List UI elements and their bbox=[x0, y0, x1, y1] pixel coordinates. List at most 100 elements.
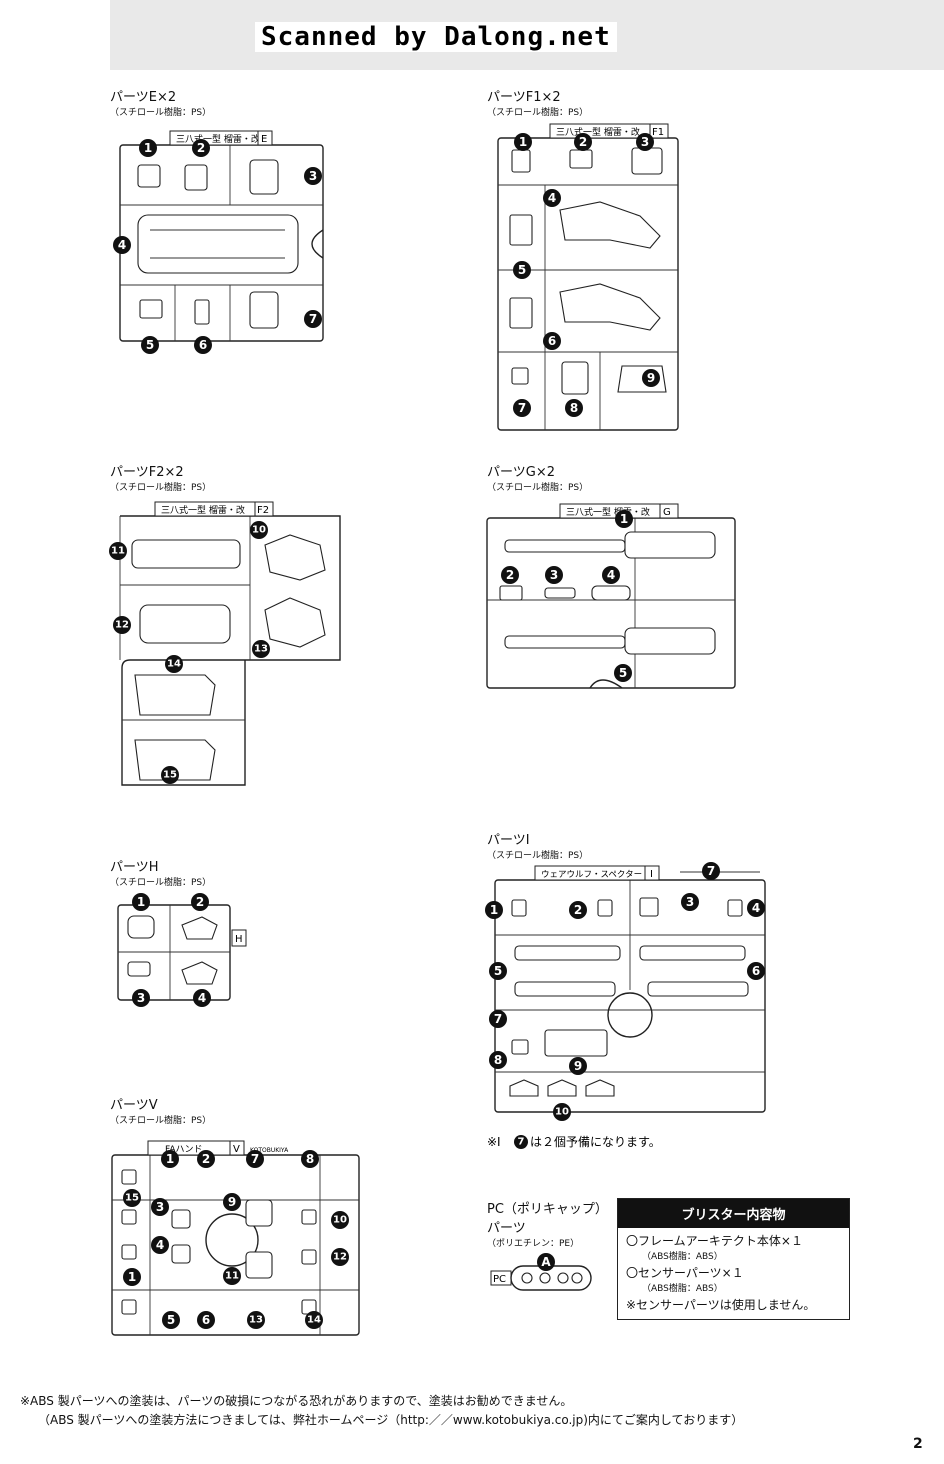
part-number-badge bbox=[247, 1311, 265, 1329]
parts-f1-material: （スチロール樹脂：PS） bbox=[487, 108, 589, 118]
part-number-badge bbox=[301, 1150, 319, 1168]
part-number-label: 12 bbox=[115, 620, 129, 631]
part-number-badge bbox=[123, 1268, 141, 1286]
part-number-badge bbox=[513, 261, 531, 279]
parts-pc-material: （ポリエチレン：PE） bbox=[487, 1239, 580, 1249]
part-number-badge bbox=[123, 1189, 141, 1207]
parts-v-title: パーツV bbox=[110, 1098, 158, 1113]
runner-h-code: H bbox=[235, 934, 243, 945]
part-number-label: 6 bbox=[202, 1313, 210, 1327]
part-number-label: 4 bbox=[548, 191, 556, 205]
part-number-badge bbox=[501, 566, 519, 584]
section-g-title: パーツG×2 （スチロール樹脂：PS） bbox=[487, 461, 588, 493]
part-number-badge bbox=[109, 542, 127, 560]
part-number-badge bbox=[193, 989, 211, 1007]
part-number-label: 2 bbox=[579, 135, 587, 149]
part-number-badge bbox=[681, 893, 699, 911]
runner-i-plate-name: ウェアウルフ・スペクター bbox=[541, 870, 642, 880]
part-number-label: 5 bbox=[619, 666, 627, 680]
part-number-badge bbox=[569, 901, 587, 919]
section-e-title: パーツE×2 （スチロール樹脂：PS） bbox=[110, 86, 211, 118]
runner-f2-code: F2 bbox=[257, 505, 269, 516]
part-number-badge bbox=[545, 566, 563, 584]
runner-f1-plate-name: 三八式一型 榴雷・改 bbox=[556, 126, 640, 138]
parts-g-material: （スチロール樹脂：PS） bbox=[487, 483, 589, 493]
part-number-badge bbox=[543, 189, 561, 207]
runner-e-code: E bbox=[261, 134, 267, 145]
parts-f1-title: パーツF1×2 bbox=[487, 90, 561, 105]
part-number-label: 1 bbox=[620, 512, 628, 526]
parts-pc-title-2: パーツ bbox=[487, 1221, 526, 1236]
part-number-label: 3 bbox=[137, 991, 145, 1005]
part-number-badge bbox=[113, 236, 131, 254]
part-number-badge bbox=[192, 139, 210, 157]
runner-pc: PC A bbox=[490, 1253, 592, 1291]
part-number-label: 6 bbox=[548, 334, 556, 348]
part-number-label: 1 bbox=[144, 141, 152, 155]
runner-v-maker: KOTOBUKIYA bbox=[250, 1147, 289, 1154]
part-number-badge bbox=[191, 893, 209, 911]
runner-f1: 三八式一型 榴雷・改 F1 bbox=[497, 123, 679, 431]
part-number-label: 5 bbox=[167, 1313, 175, 1327]
parts-f2-material: （スチロール樹脂：PS） bbox=[110, 483, 212, 493]
part-number-label: 5 bbox=[518, 263, 526, 277]
part-number-label: 10 bbox=[252, 525, 266, 536]
part-number-label: 5 bbox=[494, 964, 502, 978]
part-number-label: 11 bbox=[225, 1271, 239, 1282]
part-number-label: 6 bbox=[199, 338, 207, 352]
part-number-label: 1 bbox=[166, 1152, 174, 1166]
part-number-label: 13 bbox=[249, 1315, 263, 1326]
page-number: 2 bbox=[913, 1436, 923, 1452]
blister-note: ※センサーパーツは使用しません。 bbox=[626, 1298, 816, 1312]
blister-item-sensor-material: （ABS樹脂：ABS） bbox=[642, 1284, 723, 1294]
part-number-label: 14 bbox=[167, 659, 181, 670]
runner-v-code: V bbox=[233, 1144, 240, 1155]
part-number-label: 4 bbox=[752, 901, 760, 915]
part-number-label: 4 bbox=[607, 568, 615, 582]
pc-part-label: A bbox=[541, 1255, 551, 1269]
part-number-label: 7 bbox=[309, 312, 317, 326]
parts-g-title: パーツG×2 bbox=[487, 465, 555, 480]
part-number-badge bbox=[569, 1057, 587, 1075]
part-number-badge bbox=[304, 310, 322, 328]
part-number-badge bbox=[747, 962, 765, 980]
part-number-badge bbox=[161, 1150, 179, 1168]
part-number-badge bbox=[151, 1236, 169, 1254]
footnote: ※ABS 製パーツへの塗装は、パーツの破損につながる恐れがありますので、塗装はお… bbox=[20, 1392, 743, 1430]
part-number-label: 1 bbox=[128, 1270, 136, 1284]
section-f2-title: パーツF2×2 （スチロール樹脂：PS） bbox=[110, 461, 211, 493]
part-number-badge bbox=[574, 133, 592, 151]
part-number-label: 2 bbox=[506, 568, 514, 582]
parts-e-title: パーツE×2 bbox=[110, 90, 177, 105]
runner-e: 三八式一型 榴雷・改 E bbox=[119, 130, 324, 342]
part-number-label: 10 bbox=[333, 1215, 347, 1226]
part-number-badge bbox=[602, 566, 620, 584]
parts-i-material: （スチロール樹脂：PS） bbox=[487, 851, 589, 861]
runner-h: H bbox=[117, 904, 247, 1001]
part-number-badge bbox=[197, 1150, 215, 1168]
part-number-label: 15 bbox=[125, 1193, 139, 1204]
part-number-badge bbox=[513, 399, 531, 417]
part-number-badge bbox=[747, 899, 765, 917]
parts-h-title: パーツH bbox=[110, 860, 159, 875]
part-number-badge bbox=[194, 336, 212, 354]
part-number-label: 1 bbox=[137, 895, 145, 909]
runner-v-plate-name: FAハンド bbox=[165, 1145, 203, 1155]
part-number-badge bbox=[489, 962, 507, 980]
part-number-label: 15 bbox=[163, 770, 177, 781]
part-number-label: 7 bbox=[494, 1012, 502, 1026]
part-number-badge bbox=[223, 1193, 241, 1211]
part-number-label: 8 bbox=[306, 1152, 314, 1166]
footnote-line-1: ※ABS 製パーツへの塗装は、パーツの破損につながる恐れがありますので、塗装はお… bbox=[20, 1394, 573, 1408]
part-number-badge bbox=[139, 139, 157, 157]
part-number-label: 9 bbox=[228, 1195, 236, 1209]
part-number-label: 4 bbox=[156, 1238, 164, 1252]
part-number-badge bbox=[132, 989, 150, 1007]
runner-i: ウェアウルフ・スペクター I bbox=[494, 865, 766, 1113]
section-i-title: パーツI （スチロール樹脂：PS） bbox=[487, 829, 588, 861]
runner-f2: 三八式一型 榴雷・改 F2 bbox=[119, 501, 341, 786]
part-number-badge bbox=[252, 640, 270, 658]
part-number-badge bbox=[304, 167, 322, 185]
part-number-label: 7 bbox=[707, 864, 715, 878]
